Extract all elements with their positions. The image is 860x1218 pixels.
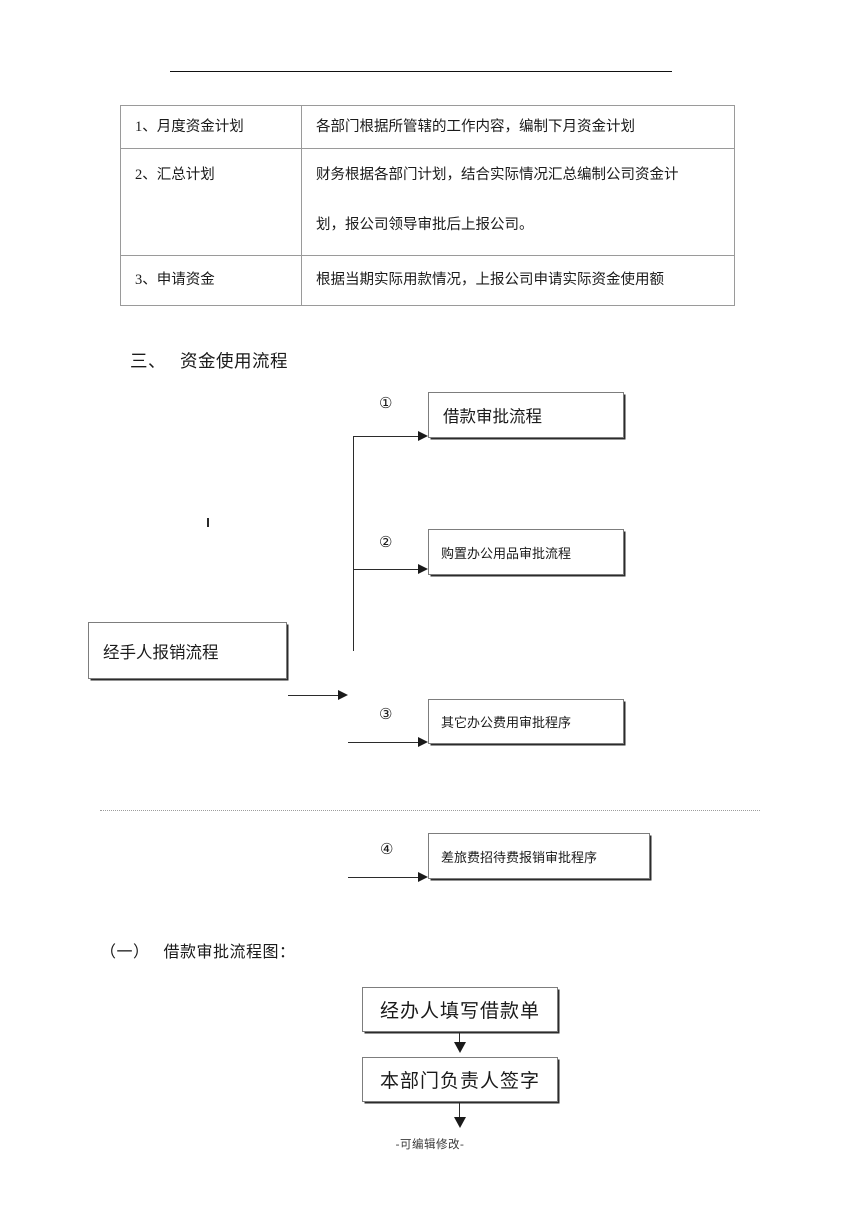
table-row: 1、月度资金计划 各部门根据所管辖的工作内容，编制下月资金计划 xyxy=(120,105,735,149)
approval-step-box-1-label: 经办人填写借款单 xyxy=(379,1001,540,1022)
approval-arrow-2 xyxy=(454,1117,466,1128)
flow-arrow-2 xyxy=(418,564,428,574)
approval-step-box-2: 本部门负责人签字 xyxy=(362,1057,558,1102)
flow-box-branch-4: 差旅费招待费报销审批程序 xyxy=(428,833,650,879)
flow-box-branch-1-label: 借款审批流程 xyxy=(443,407,542,426)
section-heading: 三、资金使用流程 xyxy=(130,348,288,373)
flow-connector-line-source xyxy=(288,695,341,696)
section-number: 三、 xyxy=(130,351,166,371)
flow-box-branch-1: 借款审批流程 xyxy=(428,392,624,438)
flow-branch-line-3 xyxy=(348,742,423,743)
flow-trunk-line xyxy=(353,436,354,651)
subsection-heading: （一） 借款审批流程图： xyxy=(100,938,296,962)
flow-box-source: 经手人报销流程 xyxy=(88,622,287,679)
approval-step-box-1: 经办人填写借款单 xyxy=(362,987,558,1032)
flow-branch-line-1 xyxy=(353,436,423,437)
subsection-title: 借款审批流程图： xyxy=(163,944,296,961)
flow-box-branch-2-label: 购置办公用品审批流程 xyxy=(441,545,572,561)
flow-arrow-source xyxy=(338,690,348,700)
flow-arrow-4 xyxy=(418,872,428,882)
flow-marker-3: ③ xyxy=(379,707,393,723)
flow-marker-1: ① xyxy=(379,396,393,412)
table-cell-description: 各部门根据所管辖的工作内容，编制下月资金计划 xyxy=(301,105,735,149)
footer-note: -可编辑修改- xyxy=(395,1139,465,1151)
flow-arrow-3 xyxy=(418,737,428,747)
flow-box-branch-3-label: 其它办公费用审批程序 xyxy=(441,715,572,730)
table-cell-description: 根据当期实际用款情况，上报公司申请实际资金使用额 xyxy=(301,255,735,306)
table-cell-description-line1: 财务根据各部门计划，结合实际情况汇总编制公司资金计 xyxy=(316,167,679,183)
approval-connector-2 xyxy=(459,1102,460,1120)
page-separator xyxy=(100,810,760,811)
subsection-number: （一） xyxy=(100,944,150,961)
flow-box-branch-4-label: 差旅费招待费报销审批程序 xyxy=(441,849,598,865)
approval-step-box-2-label: 本部门负责人签字 xyxy=(379,1071,540,1092)
table-row: 2、汇总计划 财务根据各部门计划，结合实际情况汇总编制公司资金计 划，报公司领导… xyxy=(120,148,735,256)
flow-box-branch-3: 其它办公费用审批程序 xyxy=(428,699,624,744)
flow-marker-4: ④ xyxy=(380,842,394,858)
flow-box-branch-2: 购置办公用品审批流程 xyxy=(428,529,624,575)
approval-connector-1 xyxy=(459,1032,460,1046)
funding-plan-table: 1、月度资金计划 各部门根据所管辖的工作内容，编制下月资金计划 2、汇总计划 财… xyxy=(120,105,735,306)
table-cell-description: 财务根据各部门计划，结合实际情况汇总编制公司资金计 划，报公司领导审批后上报公司… xyxy=(301,148,735,256)
section-title: 资金使用流程 xyxy=(180,351,288,371)
flow-box-source-label: 经手人报销流程 xyxy=(103,642,219,662)
table-cell-label: 3、申请资金 xyxy=(120,255,302,306)
stray-ink-mark xyxy=(207,518,209,527)
table-cell-label: 1、月度资金计划 xyxy=(120,105,302,149)
flow-arrow-1 xyxy=(418,431,428,441)
table-cell-description-line2: 划，报公司领导审批后上报公司。 xyxy=(316,217,534,234)
top-horizontal-rule xyxy=(170,71,672,72)
flow-branch-line-4 xyxy=(348,877,423,878)
approval-arrow-1 xyxy=(454,1042,466,1053)
table-cell-label: 2、汇总计划 xyxy=(120,148,302,256)
table-row: 3、申请资金 根据当期实际用款情况，上报公司申请实际资金使用额 xyxy=(120,255,735,306)
flow-branch-line-2 xyxy=(353,569,423,570)
flow-marker-2: ② xyxy=(379,535,393,551)
